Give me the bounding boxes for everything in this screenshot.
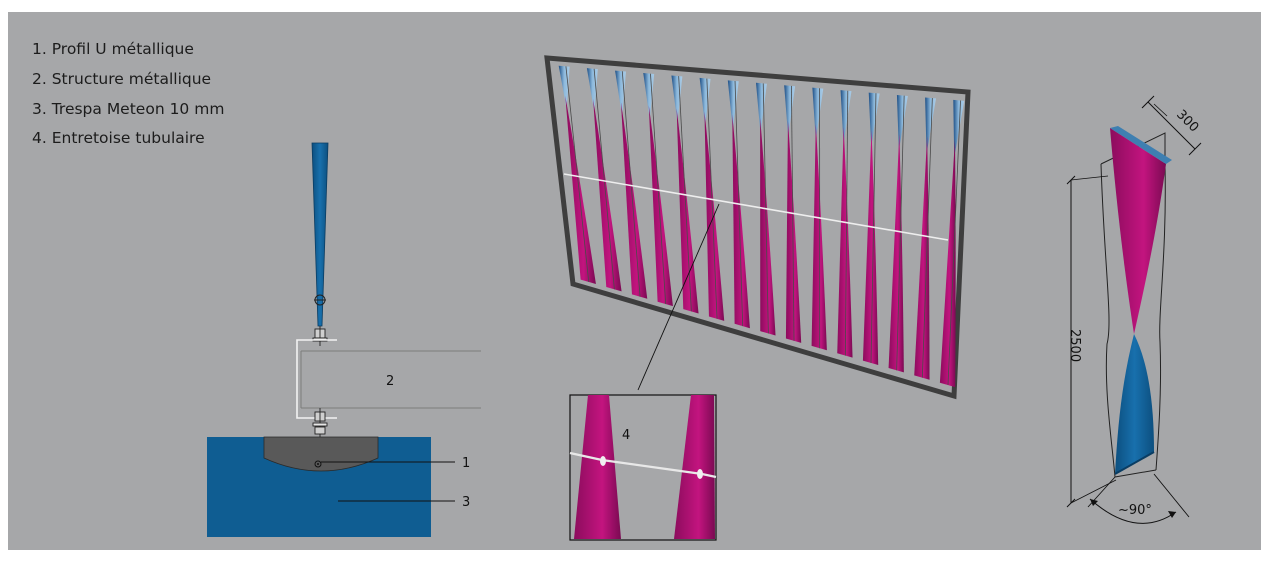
- blade-top: [953, 99, 965, 158]
- dimension-angle: ~90°: [1118, 503, 1152, 518]
- blade-edge: [870, 93, 877, 363]
- blade-top: [896, 95, 908, 151]
- lower-fixing: [312, 408, 328, 438]
- blade-top: [840, 90, 852, 144]
- blade-top: [699, 77, 711, 127]
- blade-bottom: [648, 105, 673, 307]
- blade-top: [868, 92, 880, 148]
- u-profile: [263, 436, 379, 472]
- upper-fixing: [312, 326, 328, 346]
- section-blade: [311, 142, 329, 327]
- blade-top: [812, 87, 824, 141]
- blade-top: [756, 82, 767, 134]
- blade-top: [643, 73, 655, 120]
- blade-bottom: [785, 120, 802, 343]
- blade-top: [727, 80, 739, 131]
- diagram-drawing: 2 1 3: [207, 55, 1202, 541]
- legend-item-profile: 1. Profil U métallique: [32, 40, 194, 58]
- blade-bottom: [760, 117, 776, 336]
- blade-edge: [621, 71, 641, 297]
- blade-bottom: [862, 130, 879, 366]
- legend-item-panel: 3. Trespa Meteon 10 mm: [32, 99, 225, 118]
- blade-bottom: [620, 101, 648, 299]
- blade-edge: [593, 68, 615, 290]
- callout-spacer: 4: [622, 428, 630, 443]
- spacer-detail: 4: [569, 394, 717, 541]
- legend: 1. Profil U métallique 2. Structure méta…: [32, 38, 224, 157]
- blade-top: [784, 85, 796, 137]
- legend-item-spacer: 4. Entretoise tubulaire: [32, 129, 205, 148]
- single-blade: 300 2500 ~90°: [1066, 95, 1202, 524]
- blade-edge: [650, 73, 667, 305]
- blade-edge: [921, 98, 933, 378]
- blade-top: [925, 97, 937, 155]
- callout-panel: 3: [462, 495, 470, 510]
- blade-edge: [896, 95, 905, 371]
- callout-structure: 2: [386, 374, 394, 389]
- callout-profile: 1: [462, 456, 470, 471]
- twisted-blades: [558, 65, 965, 388]
- blade-bottom: [888, 133, 904, 373]
- facade-frame: [544, 55, 971, 400]
- blade-bottom: [565, 95, 596, 285]
- blade-bottom: [837, 126, 853, 358]
- legend-item-structure: 2. Structure métallique: [32, 69, 212, 88]
- blade-bottom: [593, 98, 622, 292]
- blade-bottom: [676, 108, 699, 314]
- diagram-canvas: 1. Profil U métallique 2. Structure méta…: [8, 12, 1261, 550]
- dimension-height: 2500: [1067, 329, 1082, 362]
- blade-bottom: [939, 139, 956, 388]
- blade-edge: [947, 100, 961, 386]
- section-detail: 2 1 3: [207, 142, 481, 537]
- blade-bottom: [811, 123, 827, 351]
- blade-bottom: [914, 136, 930, 380]
- blade-bottom: [732, 114, 750, 329]
- blade-bottom: [704, 111, 725, 321]
- blade-edge: [565, 66, 590, 282]
